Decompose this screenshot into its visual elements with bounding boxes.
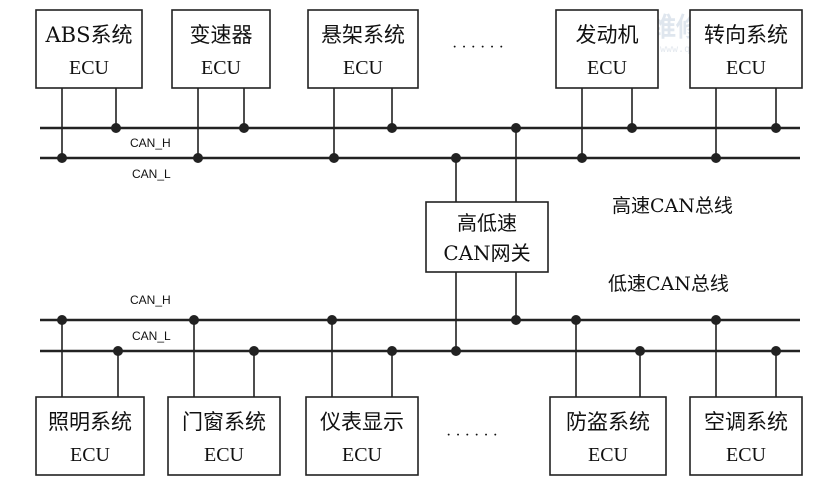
high-bus-can-l-label: CAN_L <box>132 167 171 181</box>
top-ecu-5-name: 转向系统 <box>704 23 788 47</box>
bottom-ecu-2-node-l <box>249 346 259 356</box>
top-ecu-4-node-l <box>577 153 587 163</box>
top-ecu-3-name: 悬架系统 <box>321 23 405 47</box>
bottom-ecu-5-node-l <box>771 346 781 356</box>
bottom-ecu-1-node-h <box>57 315 67 325</box>
bottom-ecu-3-node-l <box>387 346 397 356</box>
top-ecu-4-node-h <box>627 123 637 133</box>
top-ecu-5-node-l <box>711 153 721 163</box>
top-ecu-group: ABS系统 ECU 变速器 ECU 悬架系统 ECU 发动机 ECU 转向系统 ECU <box>35 9 803 163</box>
bottom-ecu-4-box <box>549 396 667 476</box>
bottom-ecu-4-name: 防盗系统 <box>566 410 650 434</box>
bottom-ecu-5: 空调系统 ECU <box>689 315 803 476</box>
bottom-ecu-5-node-h <box>711 315 721 325</box>
bottom-ecu-2-box <box>167 396 281 476</box>
gateway-label-line2: CAN网关 <box>443 241 530 265</box>
top-ecu-5-ecu-label: ECU <box>726 57 767 79</box>
bottom-ecu-3-ecu-label: ECU <box>342 444 383 466</box>
bottom-ecu-4: 防盗系统 ECU <box>549 315 667 476</box>
bottom-ecu-5-box <box>689 396 803 476</box>
top-ecu-2-node-h <box>239 123 249 133</box>
top-ecu-1-node-l <box>57 153 67 163</box>
bottom-ecu-2-name: 门窗系统 <box>182 410 266 434</box>
bottom-ecu-1-ecu-label: ECU <box>70 444 111 466</box>
high-bus-can-h-label: CAN_H <box>130 136 171 150</box>
low-bus-title: 低速CAN总线 <box>608 273 729 295</box>
top-ecu-5-box <box>689 9 803 89</box>
gateway-low-h-node <box>511 315 521 325</box>
gateway-box: 高低速 CAN网关 <box>425 201 549 273</box>
high-bus-title: 高速CAN总线 <box>612 195 733 217</box>
bottom-ecu-5-ecu-label: ECU <box>726 444 767 466</box>
gateway-high-h-node <box>511 123 521 133</box>
top-ecu-5: 转向系统 ECU <box>689 9 803 163</box>
top-ecu-4-ecu-label: ECU <box>587 57 628 79</box>
top-ecu-1-box <box>35 9 143 89</box>
top-ecu-3-box <box>307 9 419 89</box>
low-bus-can-h-label: CAN_H <box>130 293 171 307</box>
top-ecu-2: 变速器 ECU <box>171 9 271 163</box>
top-ecu-2-name: 变速器 <box>190 23 253 47</box>
bottom-ecu-1: 照明系统 ECU <box>35 315 145 476</box>
bottom-ecu-3-box <box>305 396 419 476</box>
top-ecu-1-ecu-label: ECU <box>69 57 110 79</box>
bottom-ecu-3-node-h <box>327 315 337 325</box>
bottom-ecu-2: 门窗系统 ECU <box>167 315 281 476</box>
top-ecu-2-box <box>171 9 271 89</box>
bottom-ecu-4-node-l <box>635 346 645 356</box>
top-ecu-3-node-l <box>329 153 339 163</box>
top-ecu-3-ecu-label: ECU <box>343 57 384 79</box>
gateway-low-l-node <box>451 346 461 356</box>
gateway-box-frame <box>425 201 549 273</box>
bottom-ecu-4-ecu-label: ECU <box>588 444 629 466</box>
top-ecu-3: 悬架系统 ECU <box>307 9 419 163</box>
top-ecu-4-box <box>555 9 659 89</box>
bottom-ecu-3: 仪表显示 ECU <box>305 315 419 476</box>
top-ecu-5-node-h <box>771 123 781 133</box>
bottom-ecu-4-node-h <box>571 315 581 325</box>
gateway-high-l-node <box>451 153 461 163</box>
top-ecu-1-name: ABS系统 <box>45 23 133 47</box>
top-ecu-4-name: 发动机 <box>576 23 639 47</box>
bottom-ecu-2-ecu-label: ECU <box>204 444 245 466</box>
top-ecu-3-node-h <box>387 123 397 133</box>
top-ecu-1: ABS系统 ECU <box>35 9 143 163</box>
bottom-ecu-1-box <box>35 396 145 476</box>
top-ellipsis: · · · · · · <box>452 39 504 56</box>
low-bus-can-l-label: CAN_L <box>132 329 171 343</box>
bottom-ecu-3-name: 仪表显示 <box>320 410 404 434</box>
top-ecu-1-node-h <box>111 123 121 133</box>
bottom-ecu-2-node-h <box>189 315 199 325</box>
top-ecu-2-node-l <box>193 153 203 163</box>
top-ecu-2-ecu-label: ECU <box>201 57 242 79</box>
top-ecu-4: 发动机 ECU <box>555 9 659 163</box>
gateway-label-line1: 高低速 <box>457 211 517 235</box>
bottom-ecu-1-name: 照明系统 <box>48 410 132 434</box>
bottom-ecu-group: 照明系统 ECU 门窗系统 ECU 仪表显示 ECU 防盗系统 ECU 空调系统 ECU <box>35 315 803 476</box>
bottom-ellipsis: · · · · · · <box>446 427 498 444</box>
bottom-ecu-5-name: 空调系统 <box>704 410 788 434</box>
bottom-ecu-1-node-l <box>113 346 123 356</box>
